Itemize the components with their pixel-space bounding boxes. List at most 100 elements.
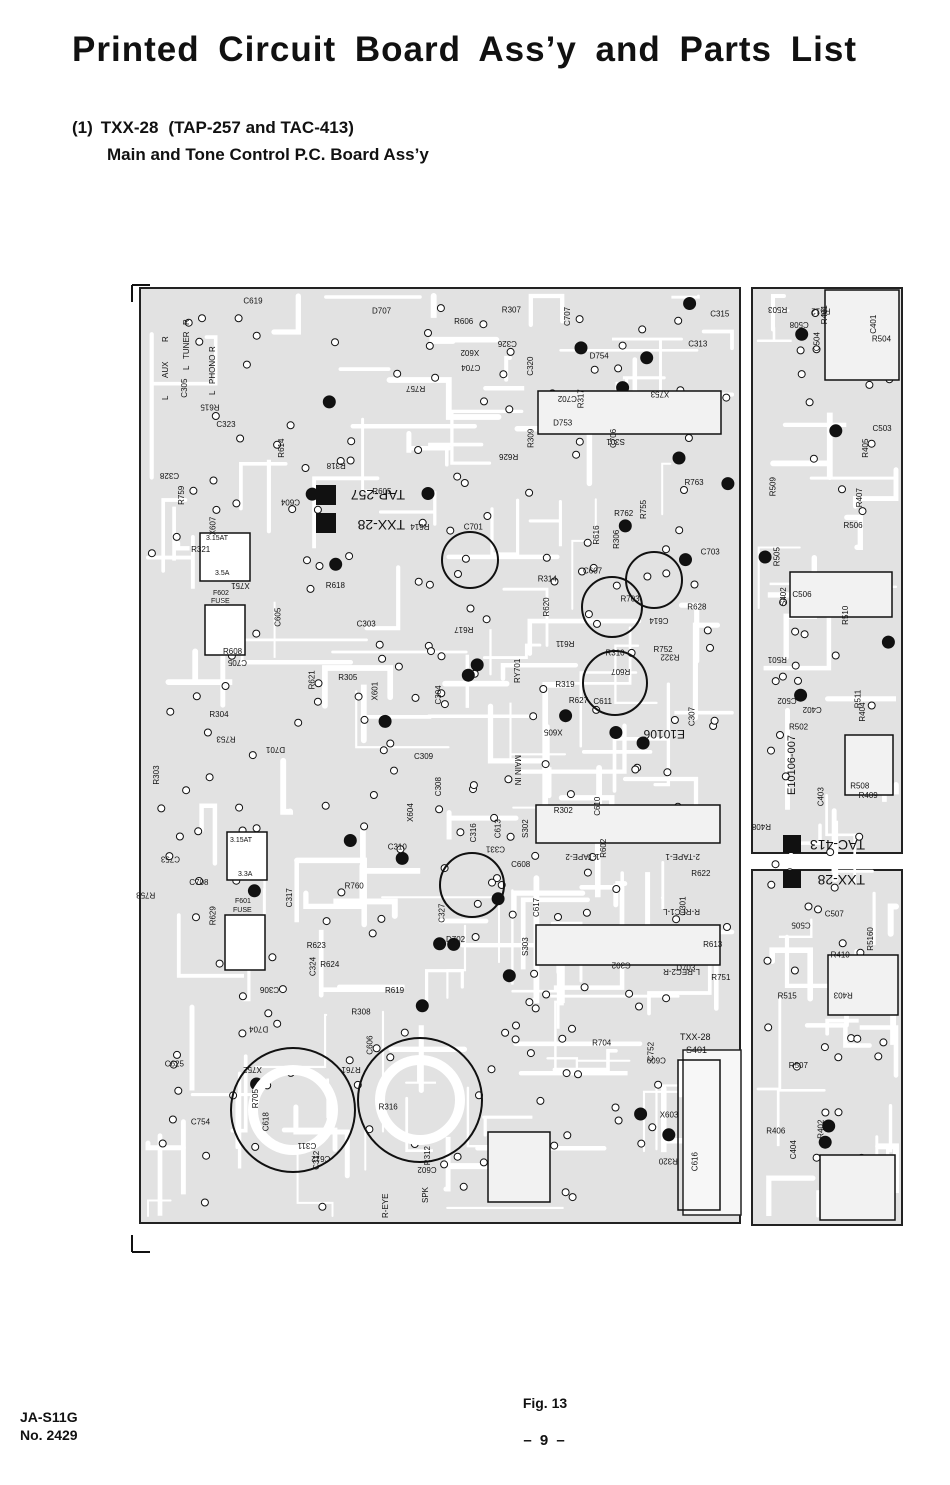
page-number: – 9 – — [523, 1432, 567, 1449]
solder-pad — [502, 969, 516, 983]
solder-pad — [446, 526, 455, 535]
solder-pad — [440, 700, 449, 709]
solder-pad — [680, 486, 688, 494]
component-designator: R310 — [606, 649, 626, 658]
component-designator: D754 — [590, 351, 610, 360]
component-designator: R752 — [654, 645, 674, 654]
solder-pad — [421, 487, 435, 500]
solder-pad — [812, 1153, 821, 1162]
label-s401: S401 — [686, 1045, 707, 1055]
solder-pad — [582, 908, 591, 917]
section-boards: (TAP-257 and TAC-413) — [168, 118, 354, 137]
switch-s402 — [789, 571, 893, 618]
solder-pad — [563, 1131, 572, 1140]
component-designator: R304 — [209, 710, 229, 719]
solder-pad — [838, 939, 847, 948]
solder-pad — [663, 768, 672, 777]
fuse-block-2 — [226, 831, 268, 881]
solder-pad — [638, 325, 647, 334]
component-designator: R316 — [379, 1103, 399, 1112]
solder-pad — [195, 877, 203, 885]
solder-pad — [643, 572, 652, 581]
solder-pad — [252, 824, 261, 833]
component-designator: R704 — [592, 1038, 612, 1047]
solder-pad — [386, 739, 395, 748]
solder-pad — [479, 1158, 488, 1167]
document-number: No. 2429 — [20, 1427, 78, 1443]
solder-pad — [675, 526, 684, 535]
label-tuner-l: L — [182, 365, 191, 370]
label-s301: S301 — [606, 437, 625, 446]
solder-pad — [368, 929, 377, 938]
solder-pad — [723, 923, 731, 931]
solder-pad — [377, 914, 386, 923]
solder-pad — [314, 679, 323, 688]
solder-pad — [618, 519, 632, 533]
component-designator: C618 — [262, 1112, 271, 1132]
component-designator: C504 — [813, 332, 822, 352]
component-designator: R503 — [768, 305, 788, 314]
label-tap-257: TAP-257 — [351, 487, 405, 503]
component-designator: R501 — [767, 655, 787, 664]
solder-pad — [593, 619, 601, 628]
solder-pad — [792, 1062, 801, 1071]
section-heading: (1)TXX-28(TAP-257 and TAC-413) — [72, 118, 354, 138]
solder-pad — [182, 786, 191, 795]
solder-pad — [235, 803, 244, 812]
solder-pad — [721, 477, 735, 491]
solder-pad — [797, 370, 806, 379]
solder-pad — [466, 604, 475, 613]
solder-pad — [360, 715, 369, 724]
solder-pad — [637, 1139, 646, 1148]
solder-pad — [578, 567, 586, 576]
solder-pad — [447, 937, 461, 951]
solder-pad — [318, 1202, 327, 1211]
solder-pad — [147, 549, 156, 558]
component-designator: R321 — [191, 545, 211, 554]
solder-pad — [192, 913, 200, 922]
component-designator: C609 — [646, 1056, 666, 1065]
component-designator: C753 — [160, 854, 180, 863]
solder-pad — [710, 716, 719, 725]
solder-pad — [764, 1023, 773, 1032]
component-designator: R621 — [308, 670, 317, 690]
component-designator: R407 — [855, 488, 864, 508]
component-designator: C328 — [159, 471, 179, 480]
component-designator: C402 — [802, 705, 822, 714]
component-designator: R312 — [423, 1146, 432, 1166]
solder-pad — [820, 1043, 829, 1052]
component-designator: D703 — [676, 964, 696, 973]
solder-pad — [166, 707, 175, 716]
component-designator: C619 — [243, 296, 263, 305]
component-designator: R762 — [614, 509, 634, 518]
capacitor-large-right — [357, 1037, 483, 1163]
solder-pad — [471, 933, 480, 941]
capacitor-c705 — [581, 576, 643, 638]
side-board-pads — [758, 299, 895, 1219]
solder-pad — [315, 562, 324, 570]
label-aux-l: L — [161, 395, 170, 400]
component-designator: C616 — [691, 1152, 700, 1172]
component-designator: C313 — [688, 340, 708, 349]
solder-pad — [372, 1044, 381, 1053]
component-designator: R408 — [751, 822, 771, 831]
label-tuner: TUNER — [182, 331, 191, 359]
component-designator: R614 — [410, 522, 430, 531]
solder-pad — [329, 557, 343, 571]
component-designator: R628 — [687, 603, 707, 612]
component-designator: R616 — [592, 525, 601, 545]
solder-pad — [508, 910, 517, 919]
solder-pad — [273, 1019, 282, 1028]
component-designator: R307 — [502, 305, 522, 314]
solder-pad — [313, 697, 322, 706]
solder-pad — [855, 832, 864, 841]
component-designator: R502 — [789, 722, 809, 731]
solder-pad — [165, 852, 174, 861]
solder-pad — [525, 998, 534, 1007]
solder-pad — [375, 640, 384, 649]
label-s302: S302 — [521, 819, 530, 838]
solder-pad — [346, 456, 355, 465]
component-designator: X607 — [208, 516, 217, 535]
component-designator: R403 — [833, 991, 853, 1000]
solder-pad — [390, 766, 398, 775]
